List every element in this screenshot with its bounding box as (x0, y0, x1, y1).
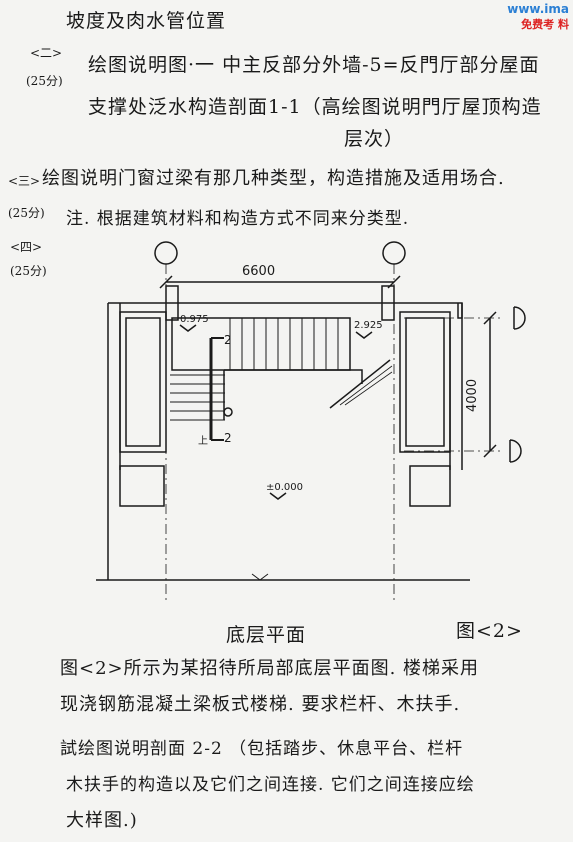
dim-line-height (483, 311, 497, 458)
para-line-5: 大样图.) (66, 810, 138, 831)
line-5: 绘图说明门窗过梁有那几种类型，构造措施及适用场合. (42, 168, 505, 189)
wall-left (107, 303, 121, 580)
elev-floor-marker (269, 492, 287, 500)
cut-label-bottom: 2 (224, 431, 232, 445)
section-3-number: <三> (8, 174, 41, 188)
axis-circle-bottom-right (509, 439, 522, 463)
cut-label-top: 2 (224, 333, 232, 347)
elev-left-label: 0.975 (180, 314, 209, 325)
elev-right-label: 2.925 (354, 320, 383, 331)
pier-bottom-right (409, 465, 451, 507)
stair-upper-flight (171, 317, 351, 371)
pier-bottom-left (119, 465, 165, 507)
wall-top (108, 302, 463, 319)
stair-break-line (329, 359, 391, 409)
line-6: 注. 根据建筑材料和构造方式不同来分类型. (66, 209, 410, 229)
pier-left-inner (125, 317, 161, 447)
elev-bottom-marker (251, 573, 269, 581)
elev-left-marker (179, 324, 197, 332)
watermark: www.ima 免费考 料 (507, 2, 569, 32)
para-line-2: 现浇钢筋混凝土梁板式楼梯. 要求栏杆、木扶手. (60, 694, 461, 715)
axis-lines-horizontal (404, 317, 502, 452)
plan-title: 底层平面 (226, 624, 307, 646)
section-4-number: <四> (10, 240, 43, 254)
pier-right-inner (405, 317, 445, 447)
stair-handrail (223, 369, 363, 420)
stair-up-label: 上 (198, 435, 208, 447)
dim-width-label: 6600 (242, 264, 275, 279)
elev-right-marker (355, 331, 373, 339)
watermark-label-1: 免费考 (521, 18, 555, 31)
axis-circle-top-right (513, 306, 526, 330)
line-2: 绘图说明图·一 中主反部分外墙-5=反門厅部分屋面 (88, 54, 540, 76)
wall-right (449, 303, 463, 470)
axis-circle-right (382, 241, 406, 265)
para-line-3: 試绘图说明剖面 2-2 （包括踏步、休息平台、栏杆 (60, 739, 464, 759)
line-4: 层次） (344, 128, 405, 150)
stair-arrow-start (223, 407, 233, 417)
column-right (381, 285, 395, 321)
dim-height-label: 4000 (465, 379, 480, 412)
para-line-1: 图<2>所示为某招待所局部底层平面图. 楼梯采用 (60, 658, 480, 679)
stair-break-hatch (339, 365, 393, 406)
stair-lower-treads (170, 374, 225, 421)
section-2-score: (25分) (26, 74, 63, 88)
section-3-score: (25分) (8, 206, 45, 220)
stair-upper-treads (229, 318, 339, 370)
figure-label: 图<2> (456, 620, 523, 642)
watermark-url: www.ima (507, 2, 569, 16)
line-3: 支撑处泛水构造剖面1-1（高绘图说明門厅屋顶构造 (88, 96, 542, 118)
elev-floor-label: ±0.000 (266, 482, 303, 493)
watermark-label-2: 料 (558, 18, 569, 31)
para-line-4: 木扶手的构造以及它们之间连接. 它们之间连接应绘 (66, 775, 475, 795)
watermark-label: 免费考 料 (507, 16, 569, 32)
pier-left (119, 311, 167, 453)
section-4-score: (25分) (10, 264, 47, 278)
section-cut-ticks (211, 337, 224, 441)
axis-circle-left (154, 241, 178, 265)
line-1: 坡度及肉水管位置 (66, 10, 227, 32)
dim-line-width (159, 275, 401, 289)
pier-right (399, 311, 451, 453)
section-2-number: <二> (30, 46, 63, 60)
